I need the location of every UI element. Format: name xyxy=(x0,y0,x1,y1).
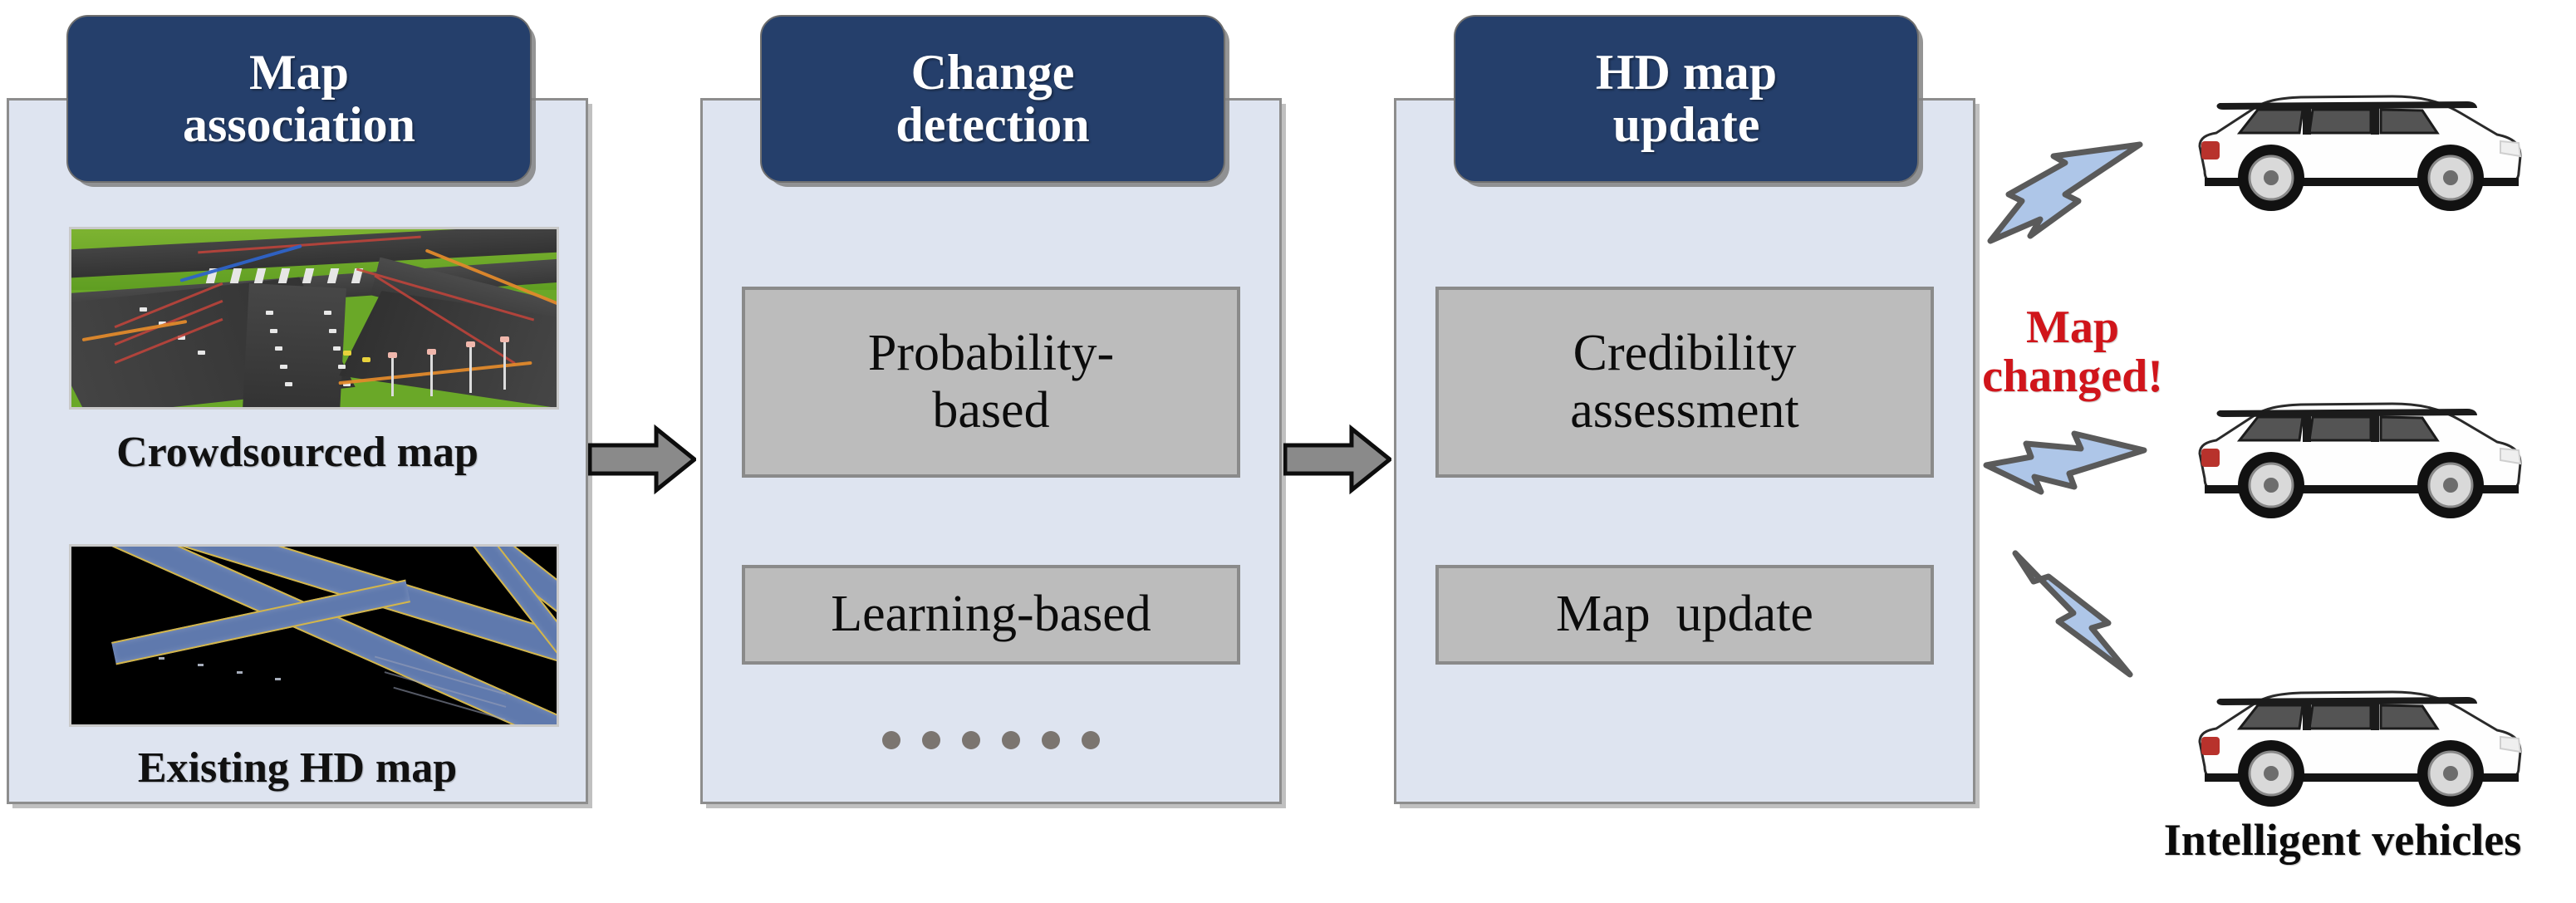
ellipsis-dot xyxy=(1042,731,1060,749)
method-box-learning-based[interactable]: Learning-based xyxy=(742,565,1240,665)
intelligent-vehicles-label: Intelligent vehicles xyxy=(2163,815,2522,865)
method-box-credibility-assessment[interactable]: Credibility assessment xyxy=(1435,287,1934,478)
method-box-map-update[interactable]: Map update xyxy=(1435,565,1934,665)
stage-badge-line2: association xyxy=(182,97,416,152)
stage-badge-line1: HD map xyxy=(1595,45,1778,100)
crowdsourced-map-thumbnail xyxy=(69,227,559,410)
stage-badge-line1: Map xyxy=(249,45,349,100)
white-suv-icon xyxy=(2198,690,2522,807)
method-box-credibility-assessment-label: Credibility assessment xyxy=(1570,324,1799,439)
ellipsis-dot xyxy=(882,731,900,749)
stage-badge-line1: Change xyxy=(910,45,1075,100)
lightning-bolt-icon xyxy=(1987,141,2143,244)
method-box-map-update-label: Map update xyxy=(1556,586,1813,643)
ellipsis-dot xyxy=(922,731,940,749)
method-box-probability-based[interactable]: Probability- based xyxy=(742,287,1240,478)
existing-hd-map-caption: Existing HD map xyxy=(137,744,458,792)
panel-map-association xyxy=(7,98,588,804)
ellipsis-dot xyxy=(1002,731,1020,749)
stage-badge-hd-map-update[interactable]: HD map update xyxy=(1454,15,1919,183)
map-changed-alert-line2: changed! xyxy=(1982,351,2163,403)
stage-badge-map-association[interactable]: Map association xyxy=(66,15,532,183)
ellipsis-dot xyxy=(1082,731,1100,749)
method-box-learning-based-label: Learning-based xyxy=(831,586,1151,643)
block-arrow-right-icon xyxy=(1283,424,1391,495)
lightning-bolt-icon xyxy=(1983,430,2147,495)
existing-hd-map-thumbnail xyxy=(69,544,559,727)
method-box-probability-based-label: Probability- based xyxy=(867,324,1115,439)
stage-badge-line2: detection xyxy=(895,97,1090,152)
map-changed-alert-line1: Map xyxy=(2026,302,2119,353)
crowdsourced-map-caption: Crowdsourced map xyxy=(116,429,478,476)
white-suv-icon xyxy=(2198,402,2522,518)
map-changed-alert: Map changed! xyxy=(1948,302,2197,403)
ellipsis-dot xyxy=(962,731,980,749)
block-arrow-right-icon xyxy=(588,424,696,495)
stage-badge-change-detection[interactable]: Change detection xyxy=(760,15,1225,183)
lightning-bolt-icon xyxy=(2012,550,2133,678)
white-suv-icon xyxy=(2198,95,2522,211)
stage-badge-line2: update xyxy=(1612,97,1760,152)
ellipsis-dots xyxy=(742,731,1240,749)
